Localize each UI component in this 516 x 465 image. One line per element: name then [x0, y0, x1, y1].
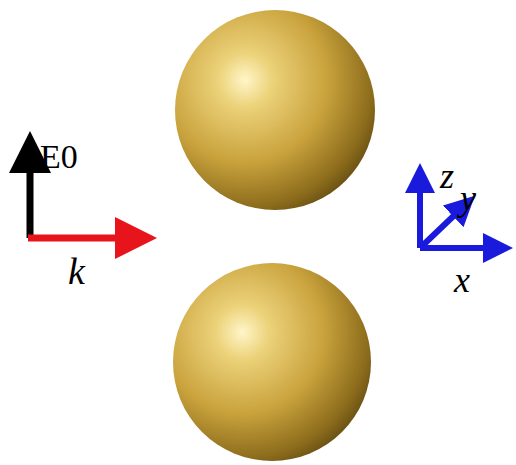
axis-label: x: [454, 262, 470, 298]
gold-sphere: [173, 263, 371, 461]
wavevector-label: k: [68, 252, 85, 290]
gold-sphere: [175, 10, 375, 210]
axis-label: z: [440, 158, 454, 194]
wavevector-arrow: [28, 235, 136, 242]
axis-label: y: [460, 180, 476, 216]
axis-arrow: [420, 206, 464, 248]
axis-arrow: [417, 178, 423, 248]
axis-arrow: [420, 245, 498, 251]
field-arrow: [27, 152, 34, 238]
field-label: E0: [40, 140, 78, 174]
